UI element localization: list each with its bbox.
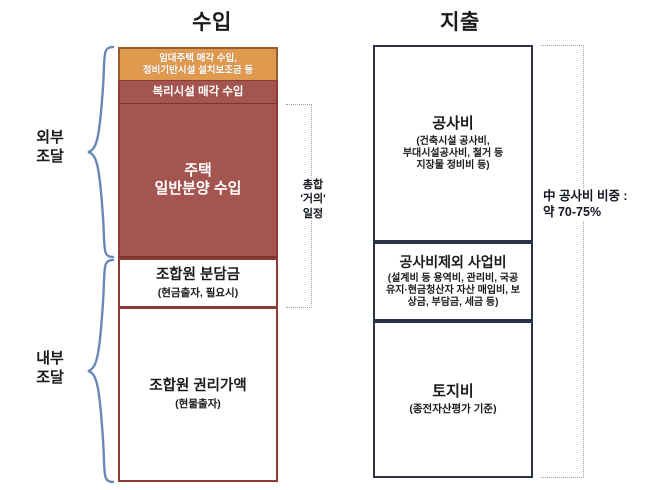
brace-internal-funding-label: 내부 조달 xyxy=(36,350,64,386)
income-section-member-contribution-label: 조합원 분담금 xyxy=(155,266,241,283)
brace-external-funding-label: 외부 조달 xyxy=(36,129,64,165)
income-section-rental-housing: 임대주택 매각 수입, 정비기반시설 설치보조금 등 xyxy=(118,47,278,81)
annotation-total-nearly-constant: 총합 '거의' 일정 xyxy=(292,178,334,221)
expense-section-land-cost-label: 토지비 xyxy=(432,383,474,401)
income-column-title: 수입 xyxy=(192,11,232,34)
expense-column-title: 지출 xyxy=(440,11,480,34)
income-section-general-sale-label: 주택 일반분양 수입 xyxy=(154,161,242,197)
brace-internal-funding-icon xyxy=(87,258,115,484)
expense-section-non-construction-cost-label: 공사비제외 사업비 xyxy=(399,253,507,270)
expense-section-land-cost-sublabel: (종전자산평가 기준) xyxy=(409,403,497,416)
expense-section-non-construction-cost: 공사비제외 사업비 (설계비 등 용역비, 관리비, 국공 유지·현금청산자 자… xyxy=(373,242,533,321)
expense-section-construction-cost: 공사비 (건축시설 공사비, 부대시설공사비, 철거 등 지장물 정비비 등) xyxy=(373,45,533,242)
income-section-general-sale: 주택 일반분양 수입 xyxy=(118,104,278,258)
income-section-member-contribution-sublabel: (현금출자, 필요시) xyxy=(157,286,239,299)
income-section-member-contribution: 조합원 분담금 (현금출자, 필요시) xyxy=(118,258,278,308)
income-section-rental-housing-label: 임대주택 매각 수입, 정비기반시설 설치보조금 등 xyxy=(142,53,254,76)
income-section-welfare-facility-label: 복리시설 매각 수입 xyxy=(152,85,244,98)
income-section-member-rights-value: 조합원 권리가액 (현물출자) xyxy=(118,308,278,482)
income-section-member-rights-value-label: 조합원 권리가액 xyxy=(149,378,247,395)
annotation-construction-cost-ratio: 中 공사비 비중 : 약 70-75% xyxy=(537,188,645,221)
income-section-member-rights-value-sublabel: (현물출자) xyxy=(175,398,221,411)
income-section-welfare-facility: 복리시설 매각 수입 xyxy=(118,81,278,104)
expense-section-land-cost: 토지비 (종전자산평가 기준) xyxy=(373,321,533,478)
expense-section-construction-cost-sublabel: (건축시설 공사비, 부대시설공사비, 철거 등 지장물 정비비 등) xyxy=(402,136,504,172)
expense-section-construction-cost-label: 공사비 xyxy=(432,114,474,132)
brace-external-funding-icon xyxy=(87,45,115,259)
expense-section-non-construction-cost-sublabel: (설계비 등 용역비, 관리비, 국공 유지·현금청산자 자산 매입비, 보 상… xyxy=(385,273,521,309)
right-annotation-bracket xyxy=(541,45,584,478)
